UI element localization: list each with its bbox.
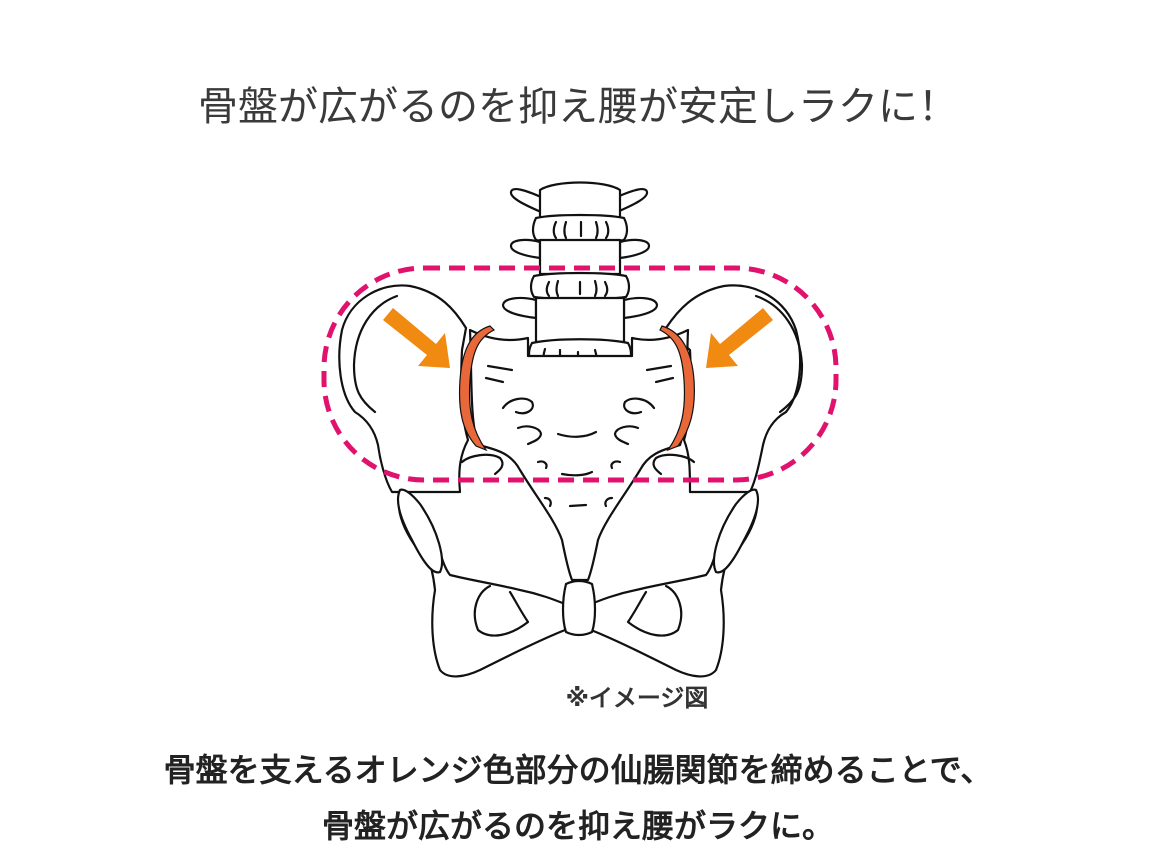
illustration-note: ※イメージ図: [565, 684, 709, 712]
caption-line-1: 骨盤を支えるオレンジ色部分の仙腸関節を締めることで、: [163, 751, 993, 789]
compression-arrows: [383, 308, 773, 368]
left-ilium: [338, 284, 470, 494]
lumbar-vertebra-bottom: [501, 296, 659, 344]
sacrum: [468, 328, 690, 582]
right-ilium: [664, 284, 802, 494]
left-arrow-icon: [383, 308, 450, 368]
left-sacroiliac-joint: [458, 325, 496, 452]
caption-line-2: 骨盤が広がるのを抑え腰がラクに。: [321, 807, 834, 845]
headline: 骨盤が広がるのを抑え腰が安定しラクに！: [198, 84, 958, 130]
dashed-highlight-frame: [321, 265, 839, 483]
intervertebral-disc-2: [529, 271, 631, 301]
right-arrow-icon: [706, 308, 773, 368]
caption: 骨盤を支えるオレンジ色部分の仙腸関節を締めることで、 骨盤が広がるのを抑え腰がラ…: [0, 742, 1156, 854]
intervertebral-disc-1: [531, 213, 629, 245]
sacroiliac-joint-highlights: [458, 325, 695, 452]
pubic-symphysis: [561, 579, 597, 637]
right-sacroiliac-joint: [659, 325, 695, 452]
